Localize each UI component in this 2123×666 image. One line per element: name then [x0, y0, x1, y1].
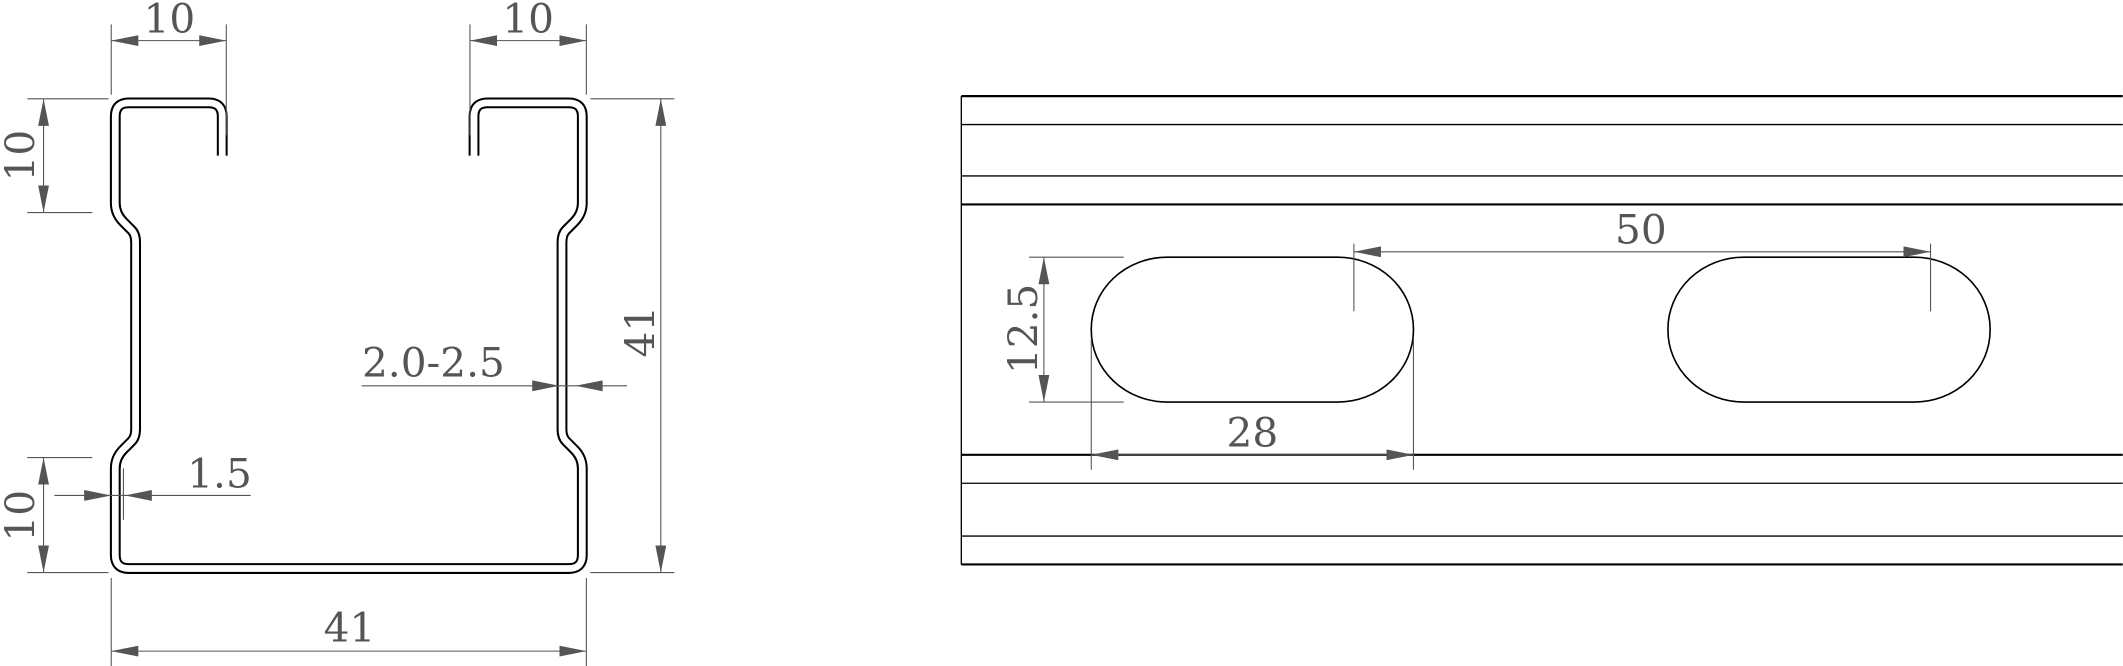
slot [1667, 256, 1991, 403]
channel-profile [109, 97, 588, 574]
dim-slot-height: 12.5 [999, 256, 1124, 403]
dim-slot-length: 28 [1090, 338, 1414, 470]
dim-label: 10 [502, 0, 554, 42]
dim-wall-thickness: 2.0-2.5 [361, 338, 627, 392]
dim-total-width: 41 [110, 578, 587, 666]
dim-left-upper-height: 10 [0, 98, 109, 214]
dim-slot-pitch: 50 [1353, 206, 1932, 312]
channel-side-view [960, 95, 2123, 566]
dim-label: 12.5 [999, 284, 1047, 374]
dim-label: 10 [0, 490, 44, 542]
dim-label: 50 [1615, 206, 1667, 254]
dim-label: 2.0-2.5 [362, 338, 505, 386]
dim-label: 41 [324, 604, 376, 652]
dim-label: 10 [144, 0, 196, 42]
dim-label: 1.5 [187, 449, 252, 497]
slot [1090, 256, 1415, 403]
dim-label: 10 [0, 130, 44, 182]
dim-label: 41 [616, 306, 664, 358]
dim-left-lower-height: 10 [0, 456, 109, 574]
dim-top-right-flange: 10 [469, 0, 587, 136]
dim-total-height: 41 [590, 98, 675, 574]
dim-thickness: 1.5 [54, 449, 252, 520]
dim-label: 28 [1227, 409, 1279, 457]
dim-top-left-flange: 10 [110, 0, 227, 136]
